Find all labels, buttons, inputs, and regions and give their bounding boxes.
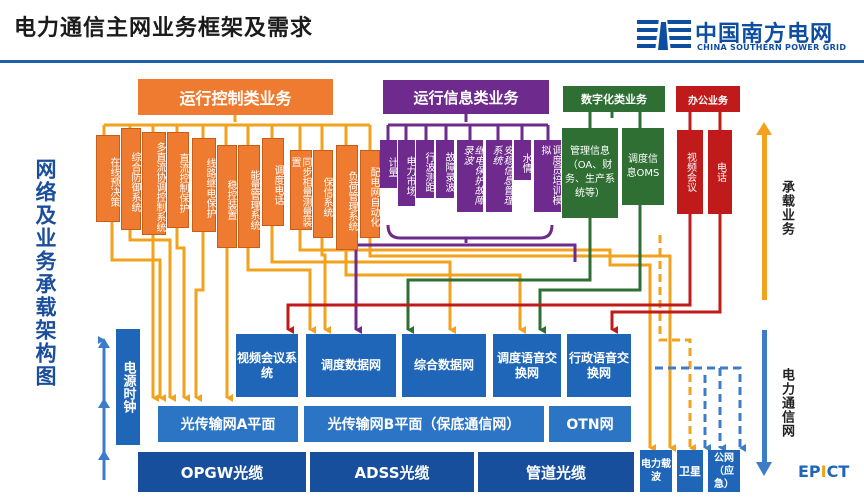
digital-item-mis: 管理信息（OA、财务、生产系统等） [562, 128, 618, 218]
control-item: 稳控装置 [217, 145, 237, 248]
control-item: 负荷管理系统 [336, 145, 358, 250]
control-item: 配电网自动化 [360, 150, 380, 238]
operation-info-header: 运行信息类业务 [383, 80, 549, 114]
control-item: 能量管理系统 [238, 145, 260, 248]
control-item: 同步相量测量装置 [289, 150, 312, 230]
office-item-phone: 电话 [708, 130, 732, 214]
info-item: 继电保护故障录波 [457, 140, 483, 212]
info-item: 调度员培训模拟 [534, 140, 561, 212]
label-carrier-services: 承载业务 [779, 180, 794, 236]
channel-public-network: 公网（应急） [708, 450, 740, 492]
control-item: 多直流协调控制系统 [142, 132, 166, 235]
info-item: 计量 [380, 140, 397, 188]
csg-logo-icon [637, 18, 691, 52]
control-item: 调度电话 [262, 138, 284, 226]
cable-adss: ADSS光缆 [310, 452, 474, 492]
service-video-conf: 视频会议系统 [236, 334, 298, 397]
control-item: 线路继电保护 [192, 138, 216, 232]
transport-plane-b: 光传输网B平面（保底通信网） [304, 406, 544, 442]
label-power-comm-network: 电力通信网 [779, 368, 794, 438]
service-dispatch-data-net: 调度数据网 [306, 334, 396, 397]
power-clock: 电源时钟 [116, 329, 140, 445]
info-item: 电力市场 [398, 140, 415, 206]
service-integrated-data-net: 综合数据网 [402, 334, 486, 397]
channel-satellite: 卫星 [677, 450, 703, 492]
control-item: 直流控制保护 [167, 132, 189, 228]
control-item: 综合防御系统 [121, 128, 141, 230]
header-divider [0, 60, 864, 63]
office-header: 办公业务 [676, 86, 740, 112]
info-item: 安稳信息管理系统 [486, 140, 512, 212]
digital-item-oms: 调度信息OMS [622, 128, 664, 205]
service-dispatch-voice-net: 调度语音交换网 [493, 334, 561, 397]
transport-plane-a: 光传输网A平面 [158, 406, 298, 442]
logo-name-en: CHINA SOUTHERN POWER GRID [697, 43, 847, 52]
transport-otn: OTN网 [549, 406, 631, 442]
epict-logo-mid: I [820, 462, 827, 481]
epict-logo-suffix: CT [826, 462, 850, 481]
control-item: 保信系统 [313, 150, 333, 238]
operation-control-header: 运行控制类业务 [138, 79, 333, 115]
info-item: 行波测距 [416, 140, 434, 198]
office-item-video: 视频会议 [677, 130, 703, 214]
epict-logo-prefix: EP [798, 462, 821, 481]
digital-header: 数字化类业务 [563, 86, 665, 112]
epict-logo: EPICT [798, 462, 849, 481]
service-admin-voice-net: 行政语音交换网 [567, 334, 631, 397]
control-item: 在线预决策 [96, 135, 120, 222]
cable-duct: 管道光缆 [478, 452, 634, 492]
channel-plc: 电力载波 [640, 450, 672, 492]
logo-name-cn: 中国南方电网 [695, 22, 834, 47]
side-title: 网络及业务承载架构图 [33, 158, 57, 388]
page-title: 电力通信主网业务框架及需求 [14, 16, 314, 41]
info-item: 故障录波 [436, 140, 454, 198]
info-item: 水情 [514, 140, 531, 180]
cable-opgw: OPGW光缆 [138, 452, 306, 492]
